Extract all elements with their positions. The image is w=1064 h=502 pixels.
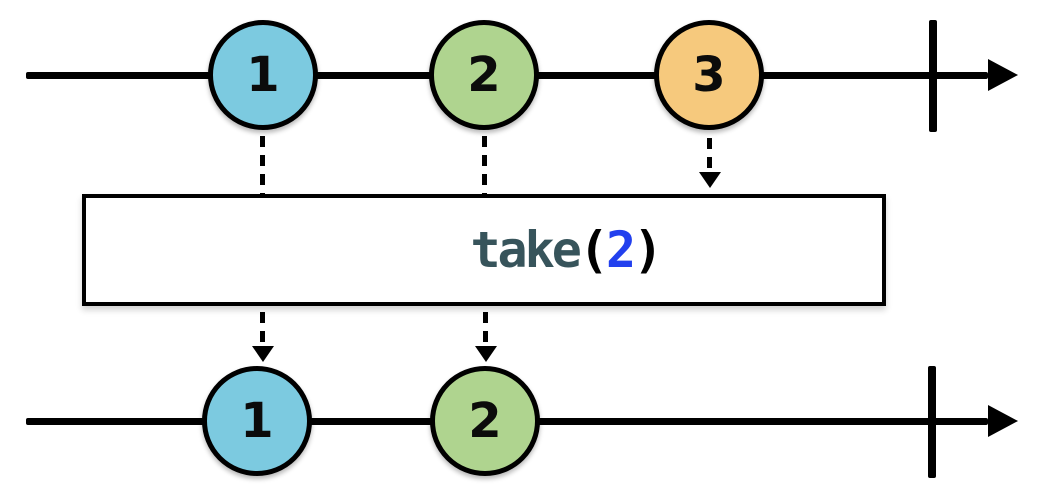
operator-open-paren: ( [578, 221, 609, 279]
connector-event-1-to-box [260, 136, 265, 194]
connector-output-1-arrowhead-icon [252, 346, 274, 362]
connector-event-3-arrowhead-icon [699, 172, 721, 188]
output-event-1-value: 1 [240, 393, 274, 449]
output-event-2: 2 [430, 366, 540, 476]
input-event-3: 3 [654, 20, 764, 130]
input-timeline-arrowhead-icon [988, 59, 1018, 91]
output-event-1: 1 [202, 366, 312, 476]
operator-close-paren: ) [633, 221, 663, 279]
input-event-2: 2 [429, 20, 539, 130]
output-event-2-value: 2 [468, 393, 502, 449]
input-event-3-value: 3 [692, 47, 726, 103]
input-complete-bar [929, 20, 937, 132]
connector-event-2-to-box [482, 136, 487, 194]
connector-event-3-to-box [707, 138, 712, 172]
output-timeline-arrowhead-icon [988, 405, 1018, 437]
connector-box-to-output-1 [260, 312, 265, 346]
operator-name: take [470, 221, 581, 279]
connector-output-2-arrowhead-icon [475, 346, 497, 362]
operator-label: take(2) [308, 175, 663, 325]
input-event-1-value: 1 [246, 47, 280, 103]
input-event-2-value: 2 [467, 47, 501, 103]
output-complete-bar [928, 366, 936, 478]
operator-argument: 2 [605, 221, 636, 279]
input-event-1: 1 [208, 20, 318, 130]
operator-box: take(2) [82, 194, 886, 306]
connector-box-to-output-2 [483, 312, 488, 346]
